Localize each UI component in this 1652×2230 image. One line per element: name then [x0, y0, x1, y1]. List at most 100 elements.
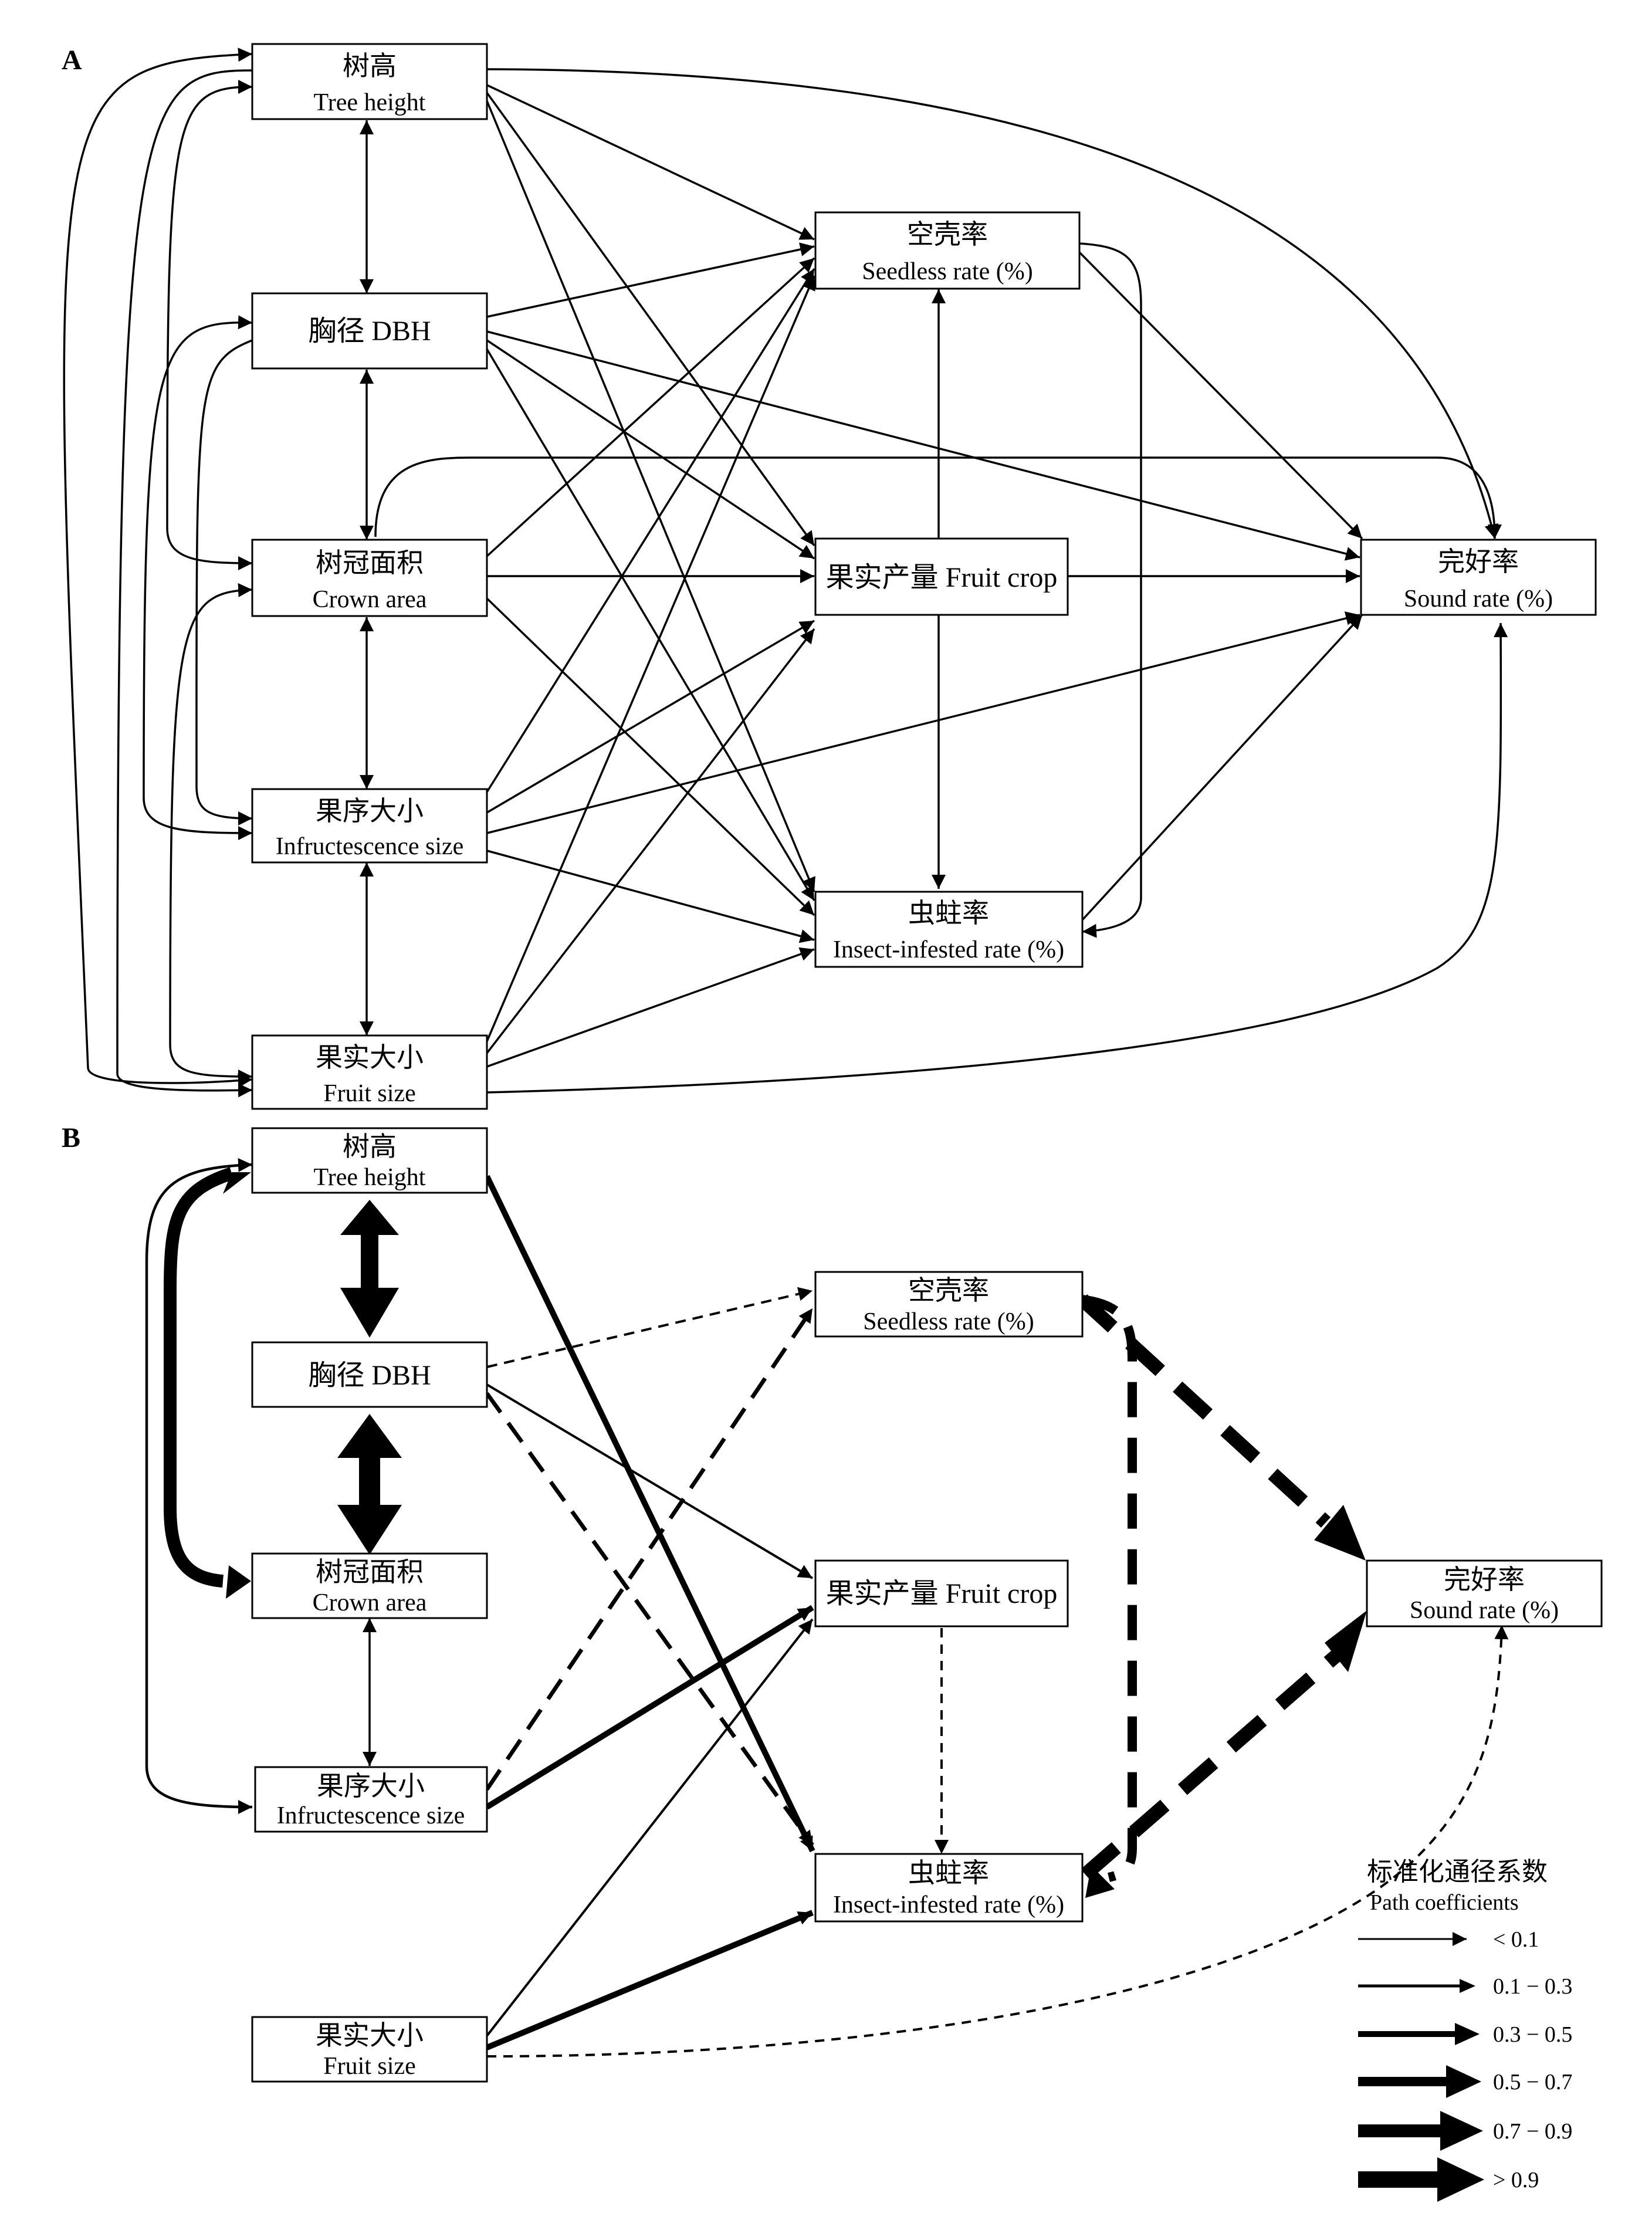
- node-b-infructescence-size: 果序大小 Infructescence size: [254, 1766, 488, 1833]
- edge-a-dbh-fc: [486, 339, 815, 560]
- legend-item-4: 0.5 − 0.7: [1358, 2065, 1572, 2098]
- panel-b-letter: B: [62, 1122, 80, 1153]
- node-b-dbh: 胸径 DBH: [251, 1341, 488, 1408]
- node-a-seedless-rate: 空壳率 Seedless rate (%): [814, 211, 1081, 290]
- legend-label-4: 0.5 − 0.7: [1493, 2070, 1572, 2094]
- node-b-fruit-size-cn: 果实大小: [316, 2021, 424, 2050]
- legend-item-3: 0.3 − 0.5: [1358, 2022, 1572, 2047]
- edge-b-th-ca: [164, 1167, 234, 1588]
- node-b-insect-rate-cn: 虫蛀率: [908, 1858, 989, 1888]
- panel-a-letter: A: [62, 45, 82, 76]
- node-a-fruit-size: 果实大小 Fruit size: [251, 1034, 488, 1110]
- node-b-insect-rate-en: Insect-infested rate (%): [833, 1891, 1064, 1918]
- edge-a-th-crown-curve: [166, 80, 253, 570]
- node-a-infructescence-size: 果序大小 Infructescence size: [251, 788, 488, 864]
- node-b-seedless-rate-en: Seedless rate (%): [863, 1308, 1034, 1335]
- edge-a-ca-snd: [374, 456, 1502, 539]
- edge-b-th-ir: [484, 1175, 815, 1853]
- edge-b-fs-ir: [486, 1910, 814, 2050]
- edge-b-sr-snd: [1077, 1294, 1331, 1528]
- node-a-dbh: 胸径 DBH: [251, 292, 488, 370]
- edge-b-dbh-fc: [486, 1383, 814, 1579]
- node-b-seedless-rate-cn: 空壳率: [908, 1275, 989, 1305]
- edge-b-fs-snd: [486, 1625, 1509, 2058]
- edge-a-th-fs-curve2: [116, 69, 253, 1098]
- node-b-crown-area-cn: 树冠面积: [316, 1557, 424, 1587]
- edge-b-ir-snd: [1081, 1649, 1342, 1880]
- legend-item-5: 0.7 − 0.9: [1358, 2111, 1572, 2151]
- node-a-sound-rate-en: Sound rate (%): [1404, 586, 1553, 613]
- legend-label-6: > 0.9: [1493, 2168, 1539, 2192]
- node-a-fruit-size-cn: 果实大小: [316, 1043, 424, 1072]
- panel-b-edges: [145, 1158, 1509, 2058]
- node-b-tree-height-cn: 树高: [343, 1132, 397, 1162]
- legend: 标准化通径系数 Path coefficients < 0.1 0.1 − 0.…: [1358, 1857, 1572, 2202]
- edge-a-is-sr: [486, 268, 815, 793]
- edge-a-ir-snd: [1081, 614, 1363, 921]
- node-a-insect-rate-en: Insect-infested rate (%): [833, 936, 1064, 963]
- edge-a-is-snd: [486, 611, 1360, 834]
- edge-a-fs-sr: [486, 275, 815, 1042]
- node-a-tree-height-cn: 树高: [343, 51, 397, 81]
- node-a-insect-rate-cn: 虫蛀率: [908, 898, 989, 928]
- edge-a-dbh-is-curve: [143, 315, 253, 840]
- node-a-infructescence-size-en: Infructescence size: [276, 833, 464, 860]
- node-a-sound-rate: 完好率 Sound rate (%): [1360, 539, 1597, 616]
- edge-a-is-ir: [486, 850, 815, 943]
- node-a-fruit-size-en: Fruit size: [323, 1080, 415, 1107]
- node-a-infructescence-size-cn: 果序大小: [316, 796, 424, 826]
- edge-a-dbh-sr: [486, 242, 815, 318]
- node-b-fruit-crop-label: 果实产量 Fruit crop: [826, 1578, 1058, 1609]
- edge-b-is-sr: [485, 1307, 814, 1791]
- node-b-tree-height-en: Tree height: [314, 1164, 426, 1191]
- node-a-crown-area: 树冠面积 Crown area: [251, 539, 488, 617]
- legend-label-3: 0.3 − 0.5: [1493, 2022, 1572, 2047]
- node-a-dbh-label: 胸径 DBH: [308, 316, 431, 347]
- edge-a-dbh-snd: [486, 330, 1360, 561]
- node-a-seedless-rate-cn: 空壳率: [907, 219, 988, 249]
- edge-a-fs-fc: [486, 628, 815, 1054]
- node-a-tree-height-en: Tree height: [314, 89, 426, 116]
- node-b-crown-area: 树冠面积 Crown area: [251, 1552, 488, 1619]
- edge-a-crown-fs-curve: [169, 583, 253, 1084]
- legend-label-1: < 0.1: [1493, 1927, 1539, 1952]
- node-a-sound-rate-cn: 完好率: [1438, 547, 1519, 577]
- node-b-insect-rate: 虫蛀率 Insect-infested rate (%): [814, 1853, 1084, 1923]
- node-b-crown-area-en: Crown area: [313, 1589, 427, 1616]
- node-b-fruit-size: 果实大小 Fruit size: [251, 2016, 488, 2083]
- edge-a-th-sr: [486, 84, 815, 241]
- node-a-fruit-crop: 果实产量 Fruit crop: [814, 537, 1069, 616]
- legend-item-6: > 0.9: [1358, 2157, 1539, 2202]
- edge-b-fs-fc: [486, 1618, 814, 2037]
- node-a-crown-area-en: Crown area: [313, 586, 427, 613]
- node-b-fruit-size-en: Fruit size: [323, 2053, 415, 2080]
- legend-label-2: 0.1 − 0.3: [1493, 1974, 1572, 1999]
- panel-a-edges: [63, 48, 1508, 1098]
- node-b-seedless-rate: 空壳率 Seedless rate (%): [814, 1271, 1084, 1338]
- edge-a-sr-snd: [1078, 251, 1363, 540]
- edge-a-fs-ir: [486, 947, 815, 1068]
- edge-a-th-snd: [486, 68, 1499, 539]
- node-b-sound-rate: 完好率 Sound rate (%): [1366, 1559, 1603, 1627]
- node-b-tree-height: 树高 Tree height: [251, 1127, 488, 1194]
- node-a-insect-rate: 虫蛀率 Insect-infested rate (%): [814, 891, 1084, 968]
- panel-b-nodes: 树高 Tree height 胸径 DBH 树冠面积 Crown area 果序…: [251, 1127, 1603, 2083]
- node-b-sound-rate-cn: 完好率: [1444, 1565, 1525, 1595]
- edge-a-th-fc: [486, 92, 815, 547]
- legend-item-2: 0.1 − 0.3: [1358, 1974, 1572, 1999]
- edge-b-dbh-ir: [485, 1392, 814, 1847]
- edge-a-ca-sr: [486, 257, 815, 557]
- edge-a-dbh-ir: [486, 348, 815, 901]
- node-b-fruit-crop: 果实产量 Fruit crop: [814, 1559, 1069, 1627]
- node-b-infructescence-size-cn: 果序大小: [317, 1771, 425, 1801]
- node-a-seedless-rate-en: Seedless rate (%): [862, 258, 1033, 285]
- legend-label-5: 0.7 − 0.9: [1493, 2119, 1572, 2144]
- edge-a-sr-ir: [1079, 242, 1142, 938]
- panel-a-nodes: 树高 Tree height 胸径 DBH 树冠面积 Crown area 果序…: [251, 43, 1597, 1110]
- node-a-crown-area-cn: 树冠面积: [316, 548, 424, 578]
- node-b-sound-rate-en: Sound rate (%): [1410, 1597, 1559, 1624]
- legend-title-cn: 标准化通径系数: [1367, 1857, 1548, 1886]
- legend-title-en: Path coefficients: [1370, 1890, 1519, 1915]
- edge-b-th-is: [145, 1158, 253, 1814]
